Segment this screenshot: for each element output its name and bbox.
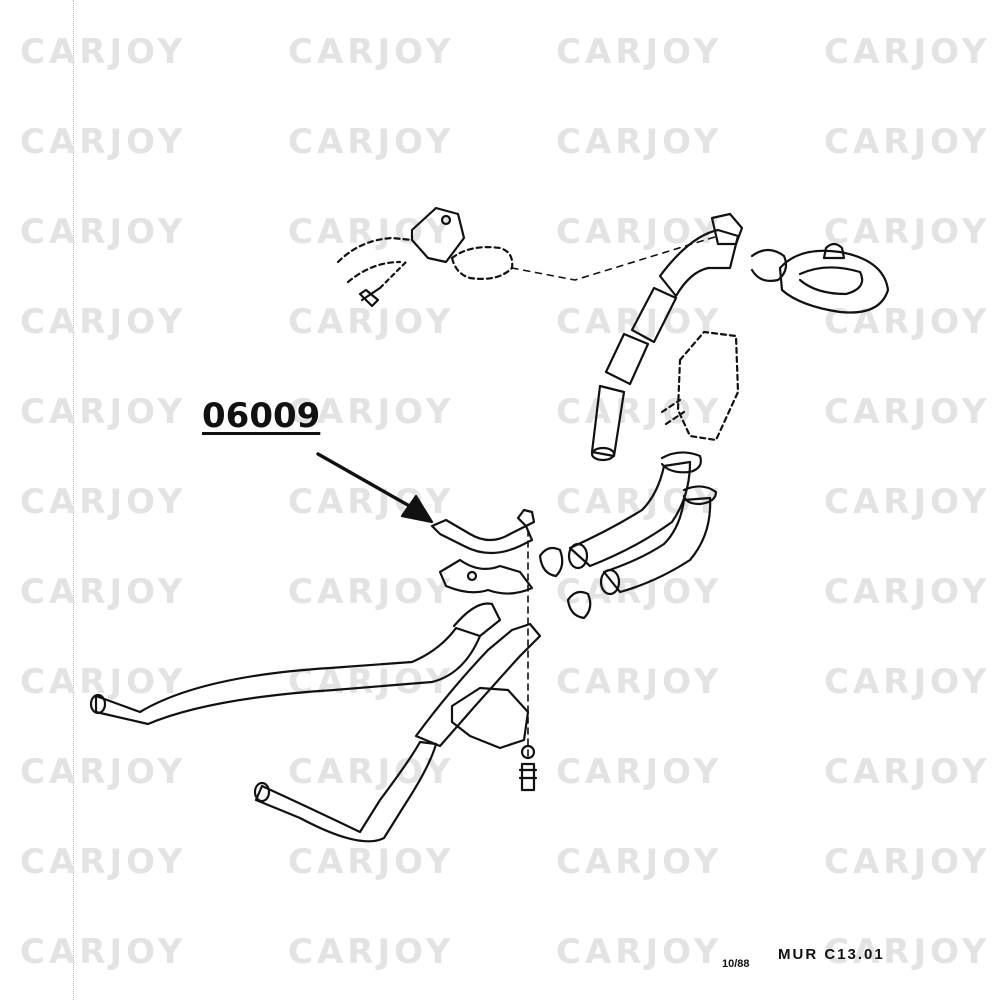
expansion-cap (822, 242, 846, 260)
bolt-leader (378, 260, 408, 290)
watermark-text: CARJOY (20, 122, 187, 162)
lower-washer (520, 744, 536, 760)
watermark-text: CARJOY (824, 32, 991, 72)
lower-pipe-1-end (89, 693, 107, 715)
hose-clamp-ring (750, 248, 788, 282)
ghost-hose-left (336, 236, 414, 264)
expansion-bowl (778, 249, 890, 314)
upper-hose-seg2 (630, 286, 678, 344)
watermark-text: CARJOY (824, 842, 991, 882)
watermark-text: CARJOY (20, 842, 187, 882)
watermark-text: CARJOY (20, 932, 187, 972)
ghost-tee-housing (676, 330, 740, 442)
dash-link-to-pipe (511, 235, 719, 281)
ghost-elbow (450, 246, 514, 280)
upper-hose-seg3 (604, 332, 650, 386)
watermark-text: CARJOY (556, 842, 723, 882)
watermark-text: CARJOY (288, 392, 455, 432)
clip-base (438, 558, 534, 595)
watermark-text: CARJOY (556, 122, 723, 162)
callout-arrow-head (400, 494, 434, 524)
watermark-text: CARJOY (824, 572, 991, 612)
watermark-text: CARJOY (824, 212, 991, 252)
watermark-text: CARJOY (556, 392, 723, 432)
expansion-bowl-inner (798, 266, 864, 296)
clamp-small-1 (538, 546, 564, 578)
watermark-text: CARJOY (20, 482, 187, 522)
clip-hole (466, 570, 478, 582)
watermark-text: CARJOY (288, 932, 455, 972)
bolt (358, 286, 382, 308)
upper-right-pipe-group (590, 212, 890, 462)
mounting-bracket (410, 206, 466, 264)
callout-arrow-shaft (316, 452, 422, 514)
lower-support-bracket (450, 686, 530, 750)
watermark-text: CARJOY (824, 392, 991, 432)
mid-hose-upper (568, 460, 692, 568)
watermark-text: CARJOY (288, 302, 455, 342)
clip-nut (516, 508, 536, 528)
ghost-tee-outlet (660, 398, 686, 426)
callout-arrow (316, 452, 434, 524)
hose-end (590, 446, 616, 462)
part-number-label: 06009 (202, 396, 321, 436)
upper-hose-seg4 (590, 384, 626, 458)
watermark-text: CARJOY (556, 32, 723, 72)
watermark-text: CARJOY (288, 572, 455, 612)
watermark-text: CARJOY (824, 482, 991, 522)
watermark-text: CARJOY (20, 32, 187, 72)
watermark-text: CARJOY (556, 932, 723, 972)
lower-pipe-1-joint (452, 602, 502, 638)
bracket-hole (440, 214, 452, 226)
diagram-reference-code: MUR C13.01 (778, 946, 885, 963)
clip-bracket-06009 (430, 508, 536, 761)
watermark-text: CARJOY (20, 392, 187, 432)
hose-clamp-top (710, 212, 744, 246)
lower-pipe-1 (94, 626, 482, 726)
watermark-text: CARJOY (20, 572, 187, 612)
watermark-text: CARJOY (824, 932, 991, 972)
watermark-text: CARJOY (824, 122, 991, 162)
watermark-text: CARJOY (288, 32, 455, 72)
watermark-text: CARJOY (556, 662, 723, 702)
mid-hose-upper-end (567, 542, 589, 570)
watermark-text: CARJOY (20, 212, 187, 252)
mid-clamp-lower (682, 485, 718, 506)
upper-hose (658, 228, 740, 298)
watermark-text: CARJOY (824, 752, 991, 792)
lower-pipe-2-end (253, 781, 271, 803)
watermark-text: CARJOY (556, 752, 723, 792)
watermark-text: CARJOY (20, 302, 187, 342)
mid-hose-lower-end (599, 568, 621, 596)
binding-margin-line (73, 0, 74, 1000)
mid-hose-lower (602, 496, 712, 594)
lower-pipes-group (89, 602, 542, 843)
lower-pipe-2-upper (414, 622, 542, 748)
lower-bolt (518, 762, 538, 792)
clip-strap (430, 518, 534, 555)
revision-date: 10/88 (722, 958, 750, 970)
watermark-text: CARJOY (288, 842, 455, 882)
watermark-text: CARJOY (288, 122, 455, 162)
clamp-small-2 (566, 590, 592, 620)
mid-clamp-top (660, 451, 702, 474)
lower-pipe-2 (254, 740, 438, 843)
watermark-text: CARJOY (556, 212, 723, 252)
middle-hoses-group (538, 451, 718, 620)
watermark-text: CARJOY (824, 302, 991, 342)
upper-left-bracket-group (336, 206, 719, 308)
watermark-text: CARJOY (20, 752, 187, 792)
watermark-text: CARJOY (824, 662, 991, 702)
ghost-hose-left-lower (346, 260, 402, 284)
